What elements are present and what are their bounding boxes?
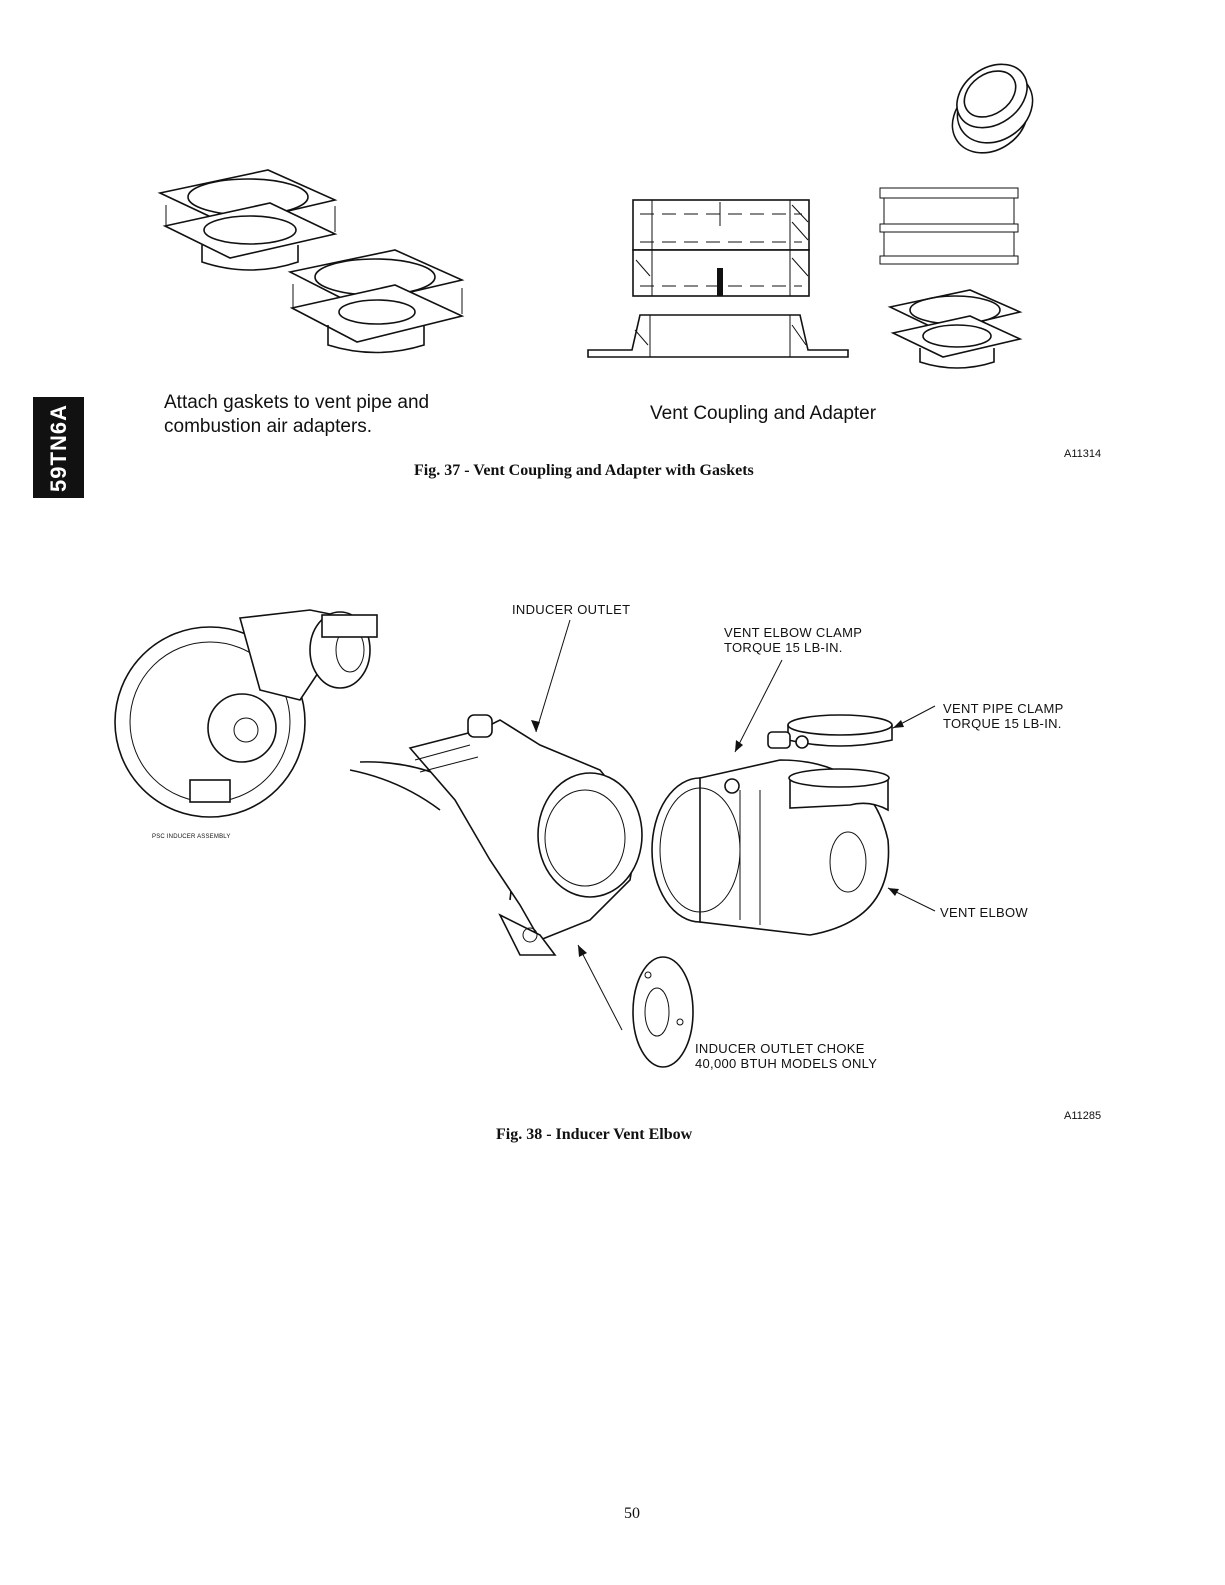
vent-pipe-clamp-drawing (767, 714, 893, 749)
fig37-center-caption: Vent Coupling and Adapter (650, 403, 877, 424)
fig38-ref: A11285 (1064, 1110, 1102, 1122)
coupling-3d (951, 63, 1034, 154)
fig37-ref: A11314 (1064, 448, 1102, 460)
label-choke-line1: INDUCER OUTLET CHOKE (695, 1041, 865, 1056)
label-vent-pipe-clamp-line2: TORQUE 15 LB-IN. (943, 716, 1062, 731)
label-vent-elbow-clamp: VENT ELBOW CLAMP TORQUE 15 LB-IN. (724, 625, 862, 655)
leader-lines (531, 619, 936, 1031)
inducer-housing-drawing (349, 714, 643, 956)
psc-inducer-assembly-drawing (114, 609, 378, 818)
label-vent-elbow-clamp-line2: TORQUE 15 LB-IN. (724, 640, 843, 655)
vent-adapter-section (587, 314, 849, 358)
fig37-left-caption-line1: Attach gaskets to vent pipe and (164, 392, 430, 413)
page-number: 50 (624, 1505, 640, 1522)
side-tab: 59TN6A (33, 397, 84, 498)
fig37-left-caption-line2: combustion air adapters. (164, 416, 373, 437)
gasket-adapter-right (887, 289, 1023, 369)
gasket-adapter-left-lower (287, 249, 465, 354)
psc-inducer-assembly-label: PSC INDUCER ASSEMBLY (152, 834, 231, 840)
label-choke-line2: 40,000 BTUH MODELS ONLY (695, 1056, 878, 1071)
label-vent-pipe-clamp: VENT PIPE CLAMP TORQUE 15 LB-IN. (943, 701, 1064, 731)
label-inducer-outlet: INDUCER OUTLET (512, 602, 631, 617)
inducer-outlet-choke-drawing (632, 956, 694, 1068)
label-vent-pipe-clamp-line1: VENT PIPE CLAMP (943, 701, 1064, 716)
label-vent-elbow: VENT ELBOW (940, 905, 1029, 920)
label-inducer-outlet-choke: INDUCER OUTLET CHOKE 40,000 BTUH MODELS … (695, 1041, 877, 1071)
vent-coupling-section (632, 199, 810, 297)
gasket-adapter-left-upper (157, 169, 338, 271)
coupling-elevation (879, 187, 1019, 265)
fig38-caption: Fig. 38 - Inducer Vent Elbow (496, 1126, 693, 1143)
fig37-caption: Fig. 37 - Vent Coupling and Adapter with… (414, 462, 754, 479)
vent-elbow-drawing (651, 759, 890, 936)
fig37-left-caption: Attach gaskets to vent pipe and combusti… (164, 391, 429, 439)
label-vent-elbow-clamp-line1: VENT ELBOW CLAMP (724, 625, 863, 640)
